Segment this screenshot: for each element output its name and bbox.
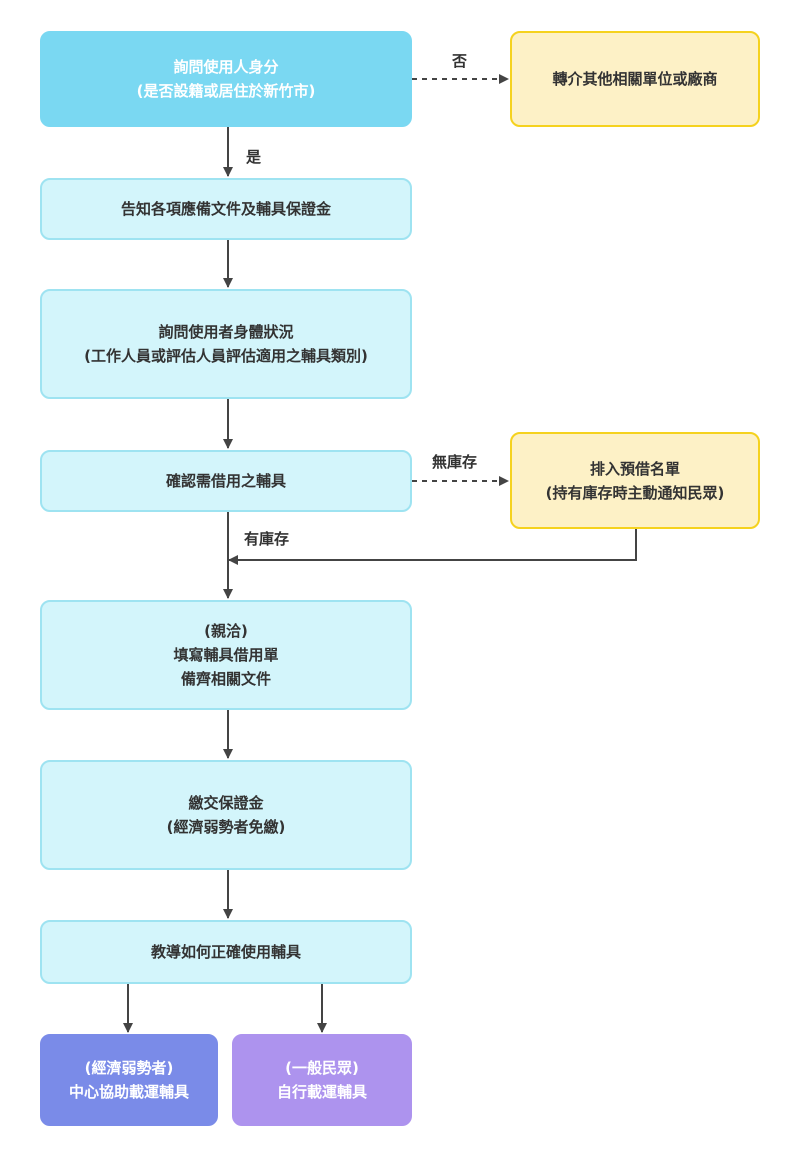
node-text: (經濟弱勢者) <box>84 1059 174 1077</box>
node-text: (經濟弱勢者免繳) <box>166 818 286 836</box>
node-teach-usage: 教導如何正確使用輔具 <box>40 920 412 984</box>
node-text: (是否設籍或居住於新竹市) <box>136 82 316 100</box>
node-text: 備齊相關文件 <box>180 670 271 688</box>
node-text: 轉介其他相關單位或廠商 <box>552 70 718 88</box>
node-fill-form: (親洽) 填寫輔具借用單 備齊相關文件 <box>40 600 412 710</box>
node-text: (一般民眾) <box>285 1059 359 1077</box>
node-text: 繳交保證金 <box>188 794 264 812</box>
edge-label-no: 否 <box>452 52 468 70</box>
edge-label-yes: 是 <box>246 148 262 166</box>
node-pay-deposit: 繳交保證金 (經濟弱勢者免繳) <box>40 760 412 870</box>
node-waitlist: 排入預借名單 (持有庫存時主動通知民眾) <box>510 432 760 529</box>
node-ask-condition: 詢問使用者身體狀況 (工作人員或評估人員評估適用之輔具類別) <box>40 289 412 399</box>
node-confirm-aid: 確認需借用之輔具 <box>40 450 412 512</box>
edge-label-no-stock: 無庫存 <box>432 453 478 471</box>
node-self-transport: (一般民眾) 自行載運輔具 <box>232 1034 412 1126</box>
node-text: 詢問使用人身分 <box>173 58 279 76</box>
node-text: 填寫輔具借用單 <box>173 646 279 664</box>
node-text: (親洽) <box>204 622 248 640</box>
node-text: 自行載運輔具 <box>276 1083 367 1101</box>
node-text: 中心協助載運輔具 <box>68 1083 189 1101</box>
node-text: 教導如何正確使用輔具 <box>150 943 301 961</box>
node-ask-identity: 詢問使用人身分 (是否設籍或居住於新竹市) <box>40 31 412 127</box>
node-center-transport: (經濟弱勢者) 中心協助載運輔具 <box>40 1034 218 1126</box>
node-text: (持有庫存時主動通知民眾) <box>545 483 725 502</box>
node-text: 確認需借用之輔具 <box>165 472 286 490</box>
node-inform-docs: 告知各項應備文件及輔具保證金 <box>40 178 412 240</box>
edge-label-in-stock: 有庫存 <box>244 530 290 548</box>
node-text: 告知各項應備文件及輔具保證金 <box>120 200 331 218</box>
node-text: 詢問使用者身體狀況 <box>158 323 294 341</box>
node-referral: 轉介其他相關單位或廠商 <box>510 31 760 127</box>
arrow-waitlist-return <box>228 529 637 565</box>
node-text: (工作人員或評估人員評估適用之輔具類別) <box>84 347 368 365</box>
node-text: 排入預借名單 <box>589 459 680 478</box>
